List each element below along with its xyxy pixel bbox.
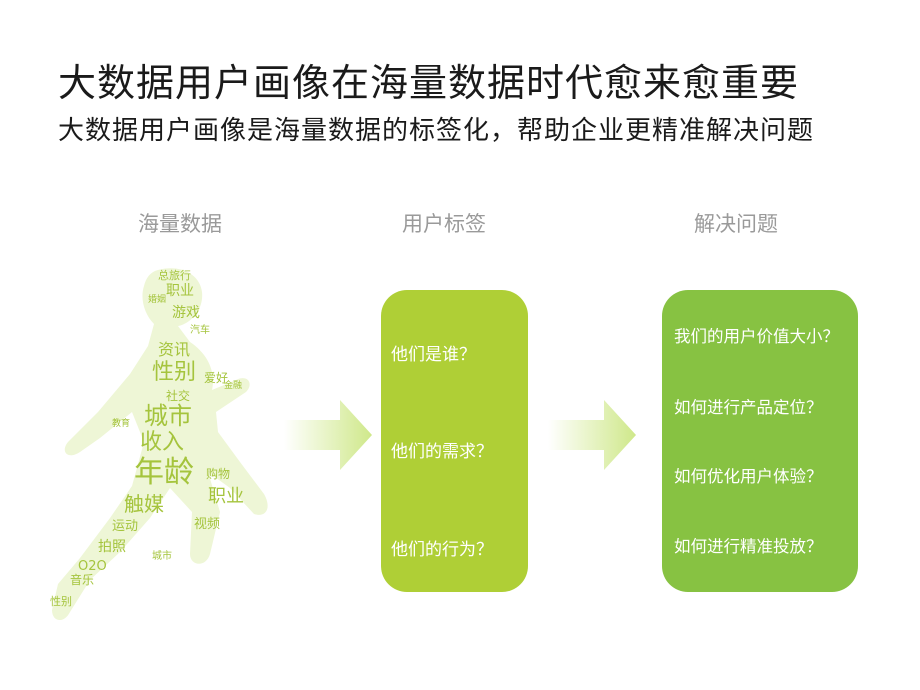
problem-item: 如何进行产品定位？ — [674, 398, 823, 417]
cloud-word: 总旅行 — [158, 269, 191, 282]
cloud-word: 游戏 — [172, 305, 200, 321]
problem-item: 我们的用户价值大小？ — [674, 327, 839, 346]
problem-item: 如何优化用户体验？ — [674, 467, 823, 486]
cloud-word: 触媒 — [124, 492, 164, 516]
problem-item: 如何进行精准投放？ — [674, 537, 823, 556]
user-tag-item: 他们的行为？ — [391, 540, 493, 560]
cloud-word: 城市 — [152, 551, 172, 562]
cloud-word: 性别 — [152, 360, 197, 385]
runner-silhouette — [52, 268, 268, 621]
cloud-word: 拍照 — [98, 539, 126, 555]
cloud-word: 运动 — [112, 519, 139, 534]
cloud-word: 职业 — [208, 486, 244, 507]
cloud-word: 教育 — [112, 419, 131, 429]
page-title: 大数据用户画像在海量数据时代愈来愈重要 — [58, 61, 800, 105]
cloud-word: 购物 — [206, 467, 231, 481]
cloud-word: 城市 — [144, 402, 192, 430]
cloud-word: 视频 — [194, 517, 221, 532]
cloud-word: 资讯 — [158, 340, 191, 359]
runner-word-cloud: 总旅行 职业 游戏 资讯 性别 爱好 社交 城市 收入 年龄 购物 职业 触媒 … — [40, 262, 280, 634]
header-user-tags: 用户标签 — [402, 212, 486, 236]
cloud-word: 社交 — [166, 389, 191, 403]
cloud-word: 年龄 — [134, 455, 194, 490]
user-tag-item: 他们的需求？ — [391, 442, 493, 462]
arrow-right-icon — [548, 400, 636, 470]
solve-problems-box: 我们的用户价值大小？ 如何进行产品定位？ 如何优化用户体验？ 如何进行精准投放？ — [662, 290, 858, 592]
user-tag-item: 他们是谁？ — [391, 345, 476, 365]
cloud-word: 职业 — [166, 283, 194, 299]
cloud-word: 金融 — [224, 381, 243, 391]
user-tags-box: 他们是谁？ 他们的需求？ 他们的行为？ — [381, 290, 528, 592]
cloud-word: O2O — [78, 559, 107, 574]
cloud-word: 音乐 — [70, 573, 95, 587]
header-massive-data: 海量数据 — [138, 212, 222, 236]
cloud-word: 婚姻 — [148, 295, 167, 305]
arrow-right-icon — [284, 400, 372, 470]
cloud-word: 爱好 — [204, 371, 229, 385]
page-subtitle: 大数据用户画像是海量数据的标签化，帮助企业更精准解决问题 — [58, 116, 815, 146]
cloud-word: 汽车 — [190, 325, 210, 336]
cloud-word: 性别 — [50, 595, 72, 608]
header-solve-problems: 解决问题 — [694, 212, 778, 236]
cloud-word: 收入 — [140, 430, 185, 455]
